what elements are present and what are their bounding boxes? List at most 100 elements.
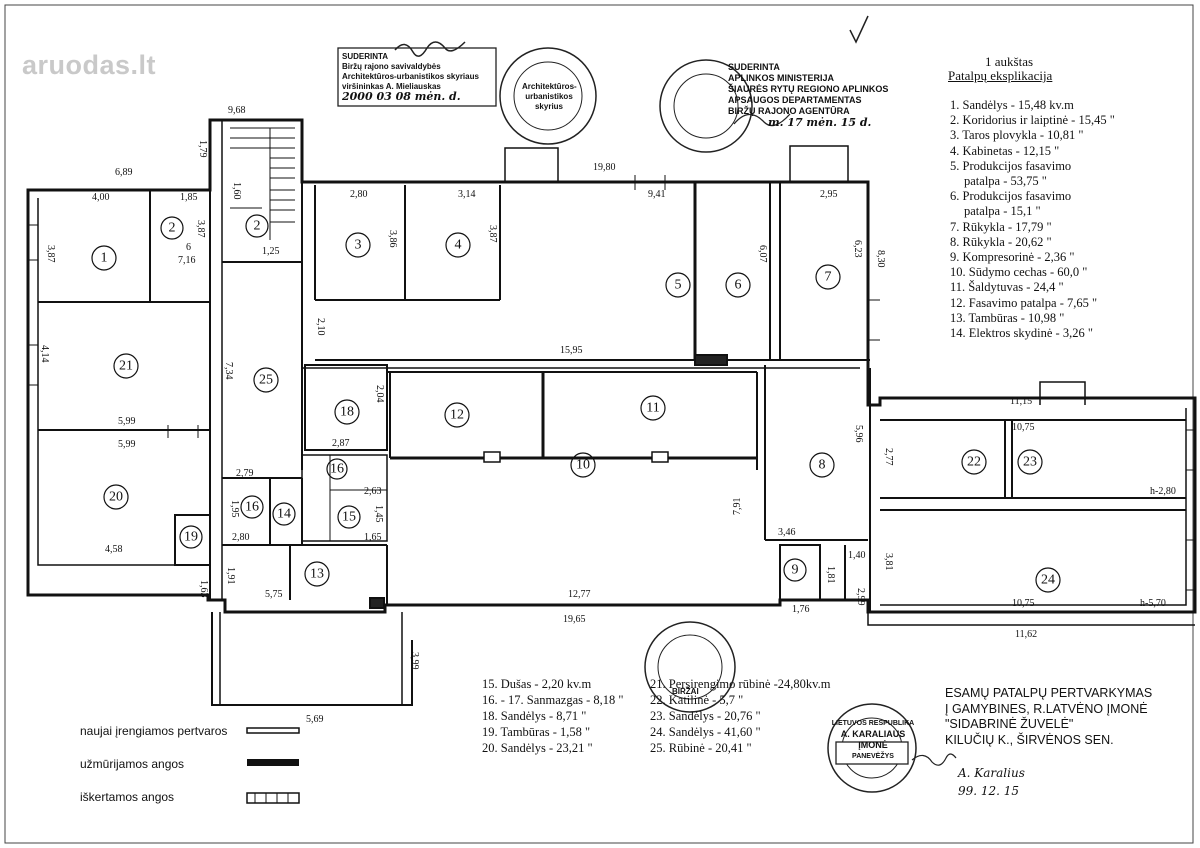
ministry-stamp-text: SUDERINTA APLINKOS MINISTERIJA ŠIAURĖS R… [728,62,889,129]
dimension-label: 9,68 [228,105,246,116]
dimension-label: 1,91 [225,567,236,585]
dimension-label: 5,99 [118,416,136,427]
explication-list-3: 21. Persirengimo rūbinė -24,80kv.m 22. K… [650,676,830,756]
signature-top [394,41,466,57]
dimension-label: 2,77 [883,448,894,466]
dimension-label: 1,45 [373,505,384,523]
room-number: 9 [792,563,799,578]
dimension-label: 6 [186,242,191,253]
dimension-label: 5,69 [306,714,324,725]
round-stamp-text: Architektūros-urbanistikos skyrius [522,82,577,111]
dimension-label: 5,99 [118,439,136,450]
dimension-label: 2,10 [315,318,326,336]
signature-name: A. Karalius [958,766,1025,780]
dimension-label: 1,81 [825,566,836,584]
room-number: 4 [455,238,462,253]
dimension-label: 6,89 [115,167,133,178]
legend-new-partitions: naujai įrengiamos pertvaros [80,724,228,738]
list-item: 10. Sūdymo cechas - 60,0 " [950,265,1088,280]
list-item: 23. Sandėlys - 20,76 " [650,709,761,723]
room-number: 3 [355,238,362,253]
dimension-label: 4,58 [105,544,123,555]
bottom-stamp-text: BIRŽAI [672,687,699,696]
list-item: 11. Šaldytuvas - 24,4 " [950,280,1064,295]
dimension-label: 3,86 [387,230,398,248]
dimension-labels: 6,89 4,00 1,85 3,87 3,87 6 7,16 9,68 1,7… [39,105,1176,725]
dimension-label: 3,46 [778,527,796,538]
list-item: patalpa - 15,1 " [964,204,1041,219]
list-item: 14. Elektros skydinė - 3,26 " [950,326,1093,341]
dimension-label: 19,80 [593,162,616,173]
room-number: 6 [735,278,742,293]
room-number: 22 [967,455,981,470]
dimension-label: 7,91 [732,498,743,516]
approval-stamp-box [337,47,497,107]
floor-heading: 1 aukštas [985,54,1034,69]
signature-bottom [911,753,957,766]
dimension-label: 1,76 [792,604,810,615]
room-number: 11 [646,401,659,416]
legend-bricked-openings: užmūrijamos angos [80,757,185,771]
list-item: 8. Rūkykla - 20,62 " [950,234,1052,249]
list-item: 12. Fasavimo patalpa - 7,65 " [950,295,1098,310]
dimension-label: h-5,70 [1140,598,1166,609]
list-item: 2. Koridorius ir laiptinė - 15,45 " [950,113,1115,128]
room-number: 2 [254,219,261,234]
list-item: 3. Taros plovykla - 10,81 " [950,128,1084,143]
dimension-label: 6,07 [757,245,768,263]
legend-cut-openings: iškertamos angos [80,790,175,804]
list-item: 25. Rūbinė - 20,41 " [650,741,752,755]
list-item: 24. Sandėlys - 41,60 " [650,725,761,739]
company-round-stamp [827,703,917,793]
dimension-label: 1,85 [180,192,198,203]
dimension-label: 2,99 [855,588,866,606]
watermark-logo: aruodas.lt [22,50,157,80]
dimension-label: 1,40 [848,550,866,561]
dimension-label: 4,00 [92,192,110,203]
list-item: 7. Rūkykla - 17,79 " [950,219,1052,234]
dimension-label: 4,14 [39,345,50,363]
signature-date: 99. 12. 15 [958,784,1020,798]
dimension-label: 1,25 [262,246,280,257]
dimension-label: 2,79 [236,468,254,479]
room-number: 19 [184,530,198,545]
dimension-label: 15,95 [560,345,583,356]
title-block: ESAMŲ PATALPŲ PERTVARKYMAS Į GAMYBINES, … [945,686,1153,747]
dimension-label: 1,95 [229,500,240,518]
list-item: 22. Katilinė - 5,7 " [650,693,744,707]
dimension-label: 9,41 [648,189,666,200]
dimension-label: 7,16 [178,255,196,266]
room-markers [91,214,1061,593]
list-item: 16. - 17. Sanmazgas - 8,18 " [482,693,624,707]
room-number: 16 [330,462,344,477]
dimension-label: 5,96 [853,425,864,443]
round-stamp [499,47,597,145]
dimension-label: 2,04 [374,385,385,403]
list-item: patalpa - 53,75 " [964,174,1047,189]
dimension-label: 6,23 [852,240,863,258]
room-number: 1 [101,251,108,266]
dimension-label: 8,30 [875,250,886,268]
dimension-label: 1,63 [198,580,209,598]
dimension-label: 19,65 [563,614,586,625]
dimension-label: 2,80 [350,189,368,200]
room-number: 24 [1041,573,1055,588]
room-number: 16 [245,500,259,515]
room-number: 5 [675,278,682,293]
dimension-label: 3,87 [45,245,56,263]
room-number: 12 [450,408,464,423]
company-stamp-text: LIETUVOS RESPUBLIKA A. KARALIAUS ĮMONĖ P… [831,720,915,760]
dimension-label: 11,15 [1010,396,1032,407]
sheet-border [4,4,1194,844]
room-number: 23 [1023,455,1037,470]
room-number: 15 [342,510,356,525]
dimension-label: 12,77 [568,589,591,600]
room-number: 2 [169,221,176,236]
list-item: 4. Kabinetas - 12,15 " [950,143,1060,158]
ministry-round-stamp [659,59,753,153]
dimension-label: 3,14 [458,189,476,200]
list-item: 1. Sandėlys - 15,48 kv.m [950,98,1074,112]
dimension-label: 2,80 [232,532,250,543]
list-item: 9. Kompresorinė - 2,36 " [950,250,1075,265]
dimension-label: 3,87 [487,225,498,243]
